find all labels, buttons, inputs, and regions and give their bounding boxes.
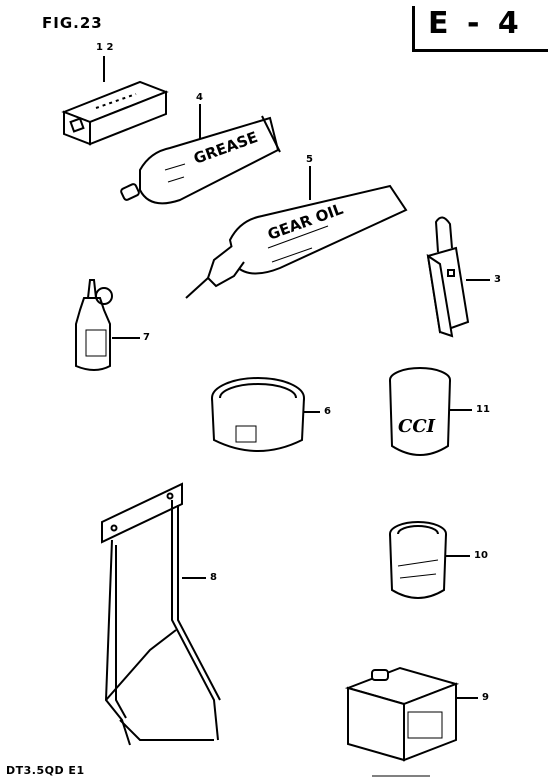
part-7-oil-bottle [75, 279, 140, 371]
part-6-tin [211, 377, 320, 452]
callout-3: 3 [494, 274, 501, 285]
figure-label: FIG.23 [42, 14, 103, 32]
callout-11: 11 [476, 404, 490, 415]
part-3-tagged-block [426, 216, 490, 338]
part-10-can [389, 521, 470, 599]
callout-4: 4 [196, 92, 203, 103]
part-8-stand [101, 482, 221, 746]
callout-8: 8 [210, 572, 217, 583]
callout-1-2: 1 2 [96, 42, 114, 53]
part-1-2-block [61, 56, 169, 146]
part-11-can: CCI [389, 367, 472, 456]
callout-5: 5 [306, 154, 313, 165]
part-5-gear-oil-tube: GEAR OIL [185, 166, 408, 299]
can-11-label: CCI [398, 416, 436, 437]
callout-9: 9 [482, 692, 489, 703]
callout-6: 6 [324, 406, 331, 417]
part-9-oil-can [344, 666, 478, 762]
section-label: E - 4 [428, 6, 523, 41]
model-code: DT3.5QD E1 [6, 764, 85, 777]
callout-7: 7 [143, 332, 150, 343]
callout-10: 10 [474, 550, 488, 561]
section-frame [412, 6, 548, 52]
